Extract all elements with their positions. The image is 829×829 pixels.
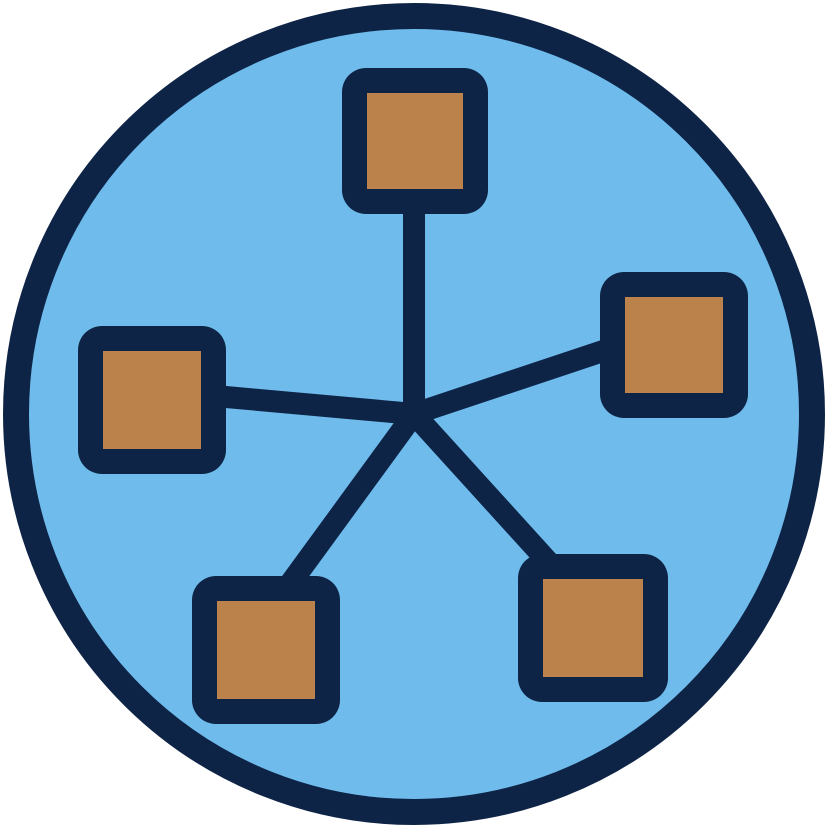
connector-lines — [204, 189, 623, 599]
node-bottom-left — [192, 576, 340, 724]
node-left — [78, 326, 226, 474]
node-top — [342, 68, 488, 214]
network-nodes — [78, 68, 748, 724]
connector-line-right — [403, 337, 623, 425]
node-bottom-right — [518, 554, 668, 702]
connector-line-bottom-left — [276, 403, 425, 599]
node-right — [600, 272, 748, 418]
connector-line-left — [204, 385, 425, 425]
connector-line-bottom-right — [403, 403, 563, 577]
